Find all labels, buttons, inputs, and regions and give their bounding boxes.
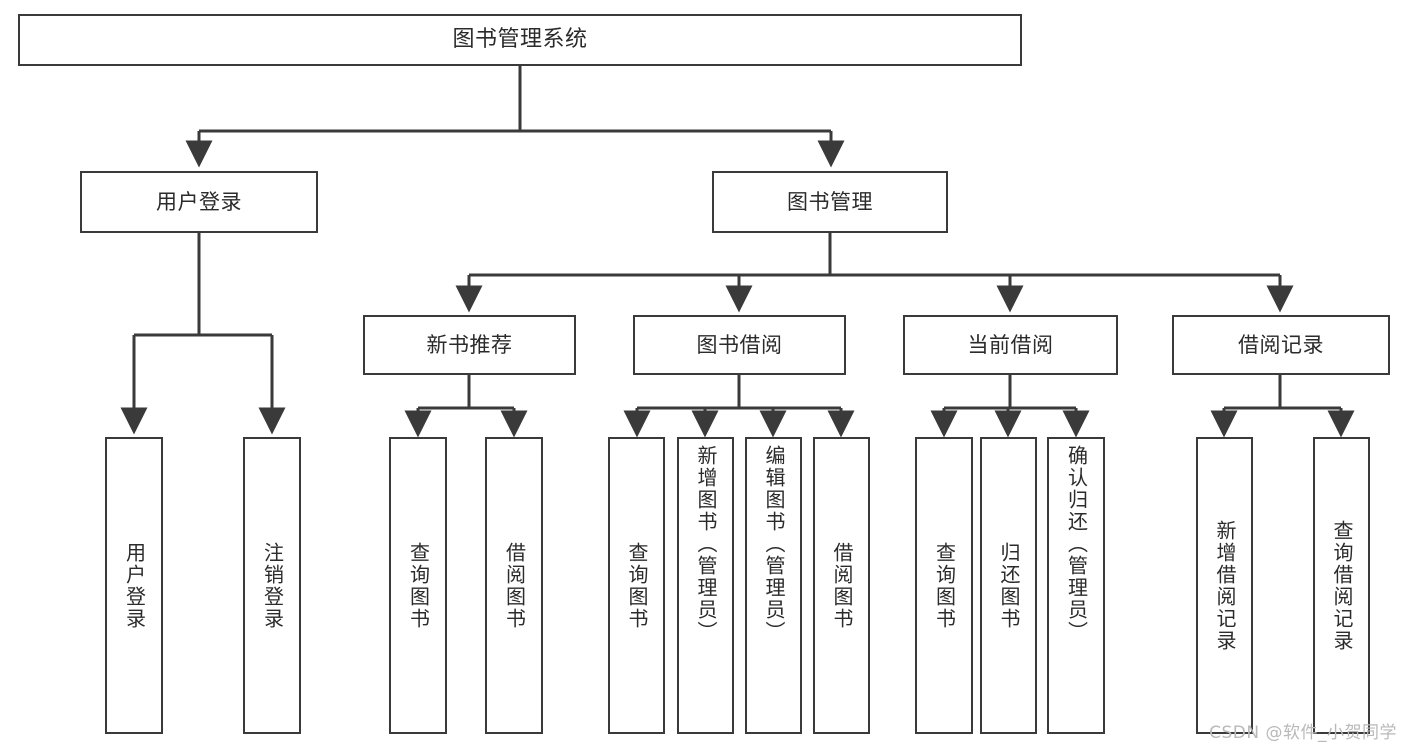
node-label: 新增借阅记录 [1213,519,1237,652]
node-book-borrow[interactable]: 图书借阅 [633,315,846,375]
node-label: 图书管理系统 [452,27,588,53]
node-label: 查询图书 [932,541,957,630]
leaf-user-logout[interactable]: 注销登录 [243,437,301,734]
node-label: 借阅记录 [1238,332,1324,357]
node-label: 新书推荐 [426,332,513,357]
node-label: 注销登录 [260,541,285,630]
leaf-bb-borrow-book[interactable]: 借阅图书 [813,437,870,734]
node-borrow-record[interactable]: 借阅记录 [1172,315,1390,375]
node-user-login[interactable]: 用户登录 [80,171,318,233]
node-label: 借阅图书 [830,541,854,630]
leaf-cb-confirm-return-admin[interactable]: 确认归还（管理员） [1047,437,1105,734]
node-label: 当前借阅 [967,332,1054,357]
leaf-br-query-record[interactable]: 查询借阅记录 [1313,437,1370,734]
leaf-nbr-borrow-book[interactable]: 借阅图书 [485,437,543,734]
node-label: 确认归还（管理员） [1064,445,1089,643]
node-label: 归还图书 [997,541,1021,630]
leaf-bb-edit-book-admin[interactable]: 编辑图书（管理员） [745,437,802,734]
node-root-system[interactable]: 图书管理系统 [18,14,1022,66]
leaf-user-login[interactable]: 用户登录 [105,437,163,734]
node-current-borrow[interactable]: 当前借阅 [903,315,1118,375]
node-label: 借阅图书 [502,541,527,630]
node-label: 查询图书 [625,541,649,630]
node-label: 查询图书 [406,541,431,630]
node-label: 用户登录 [156,189,242,214]
node-label: 新增图书（管理员） [694,445,718,643]
csdn-watermark: CSDN @软件_小贺同学 [1209,723,1397,743]
node-book-management[interactable]: 图书管理 [712,171,948,233]
node-label: 编辑图书（管理员） [762,445,786,643]
leaf-cb-query-book[interactable]: 查询图书 [915,437,973,734]
node-new-book-recommend[interactable]: 新书推荐 [363,315,576,375]
leaf-cb-return-book[interactable]: 归还图书 [980,437,1037,734]
node-label: 图书借阅 [696,332,783,357]
leaf-bb-add-book-admin[interactable]: 新增图书（管理员） [677,437,734,734]
leaf-nbr-query-book[interactable]: 查询图书 [389,437,447,734]
leaf-bb-query-book[interactable]: 查询图书 [608,437,665,734]
leaf-br-add-record[interactable]: 新增借阅记录 [1196,437,1253,734]
node-label: 图书管理 [787,189,873,214]
node-label: 查询借阅记录 [1330,519,1354,652]
node-label: 用户登录 [122,541,147,630]
